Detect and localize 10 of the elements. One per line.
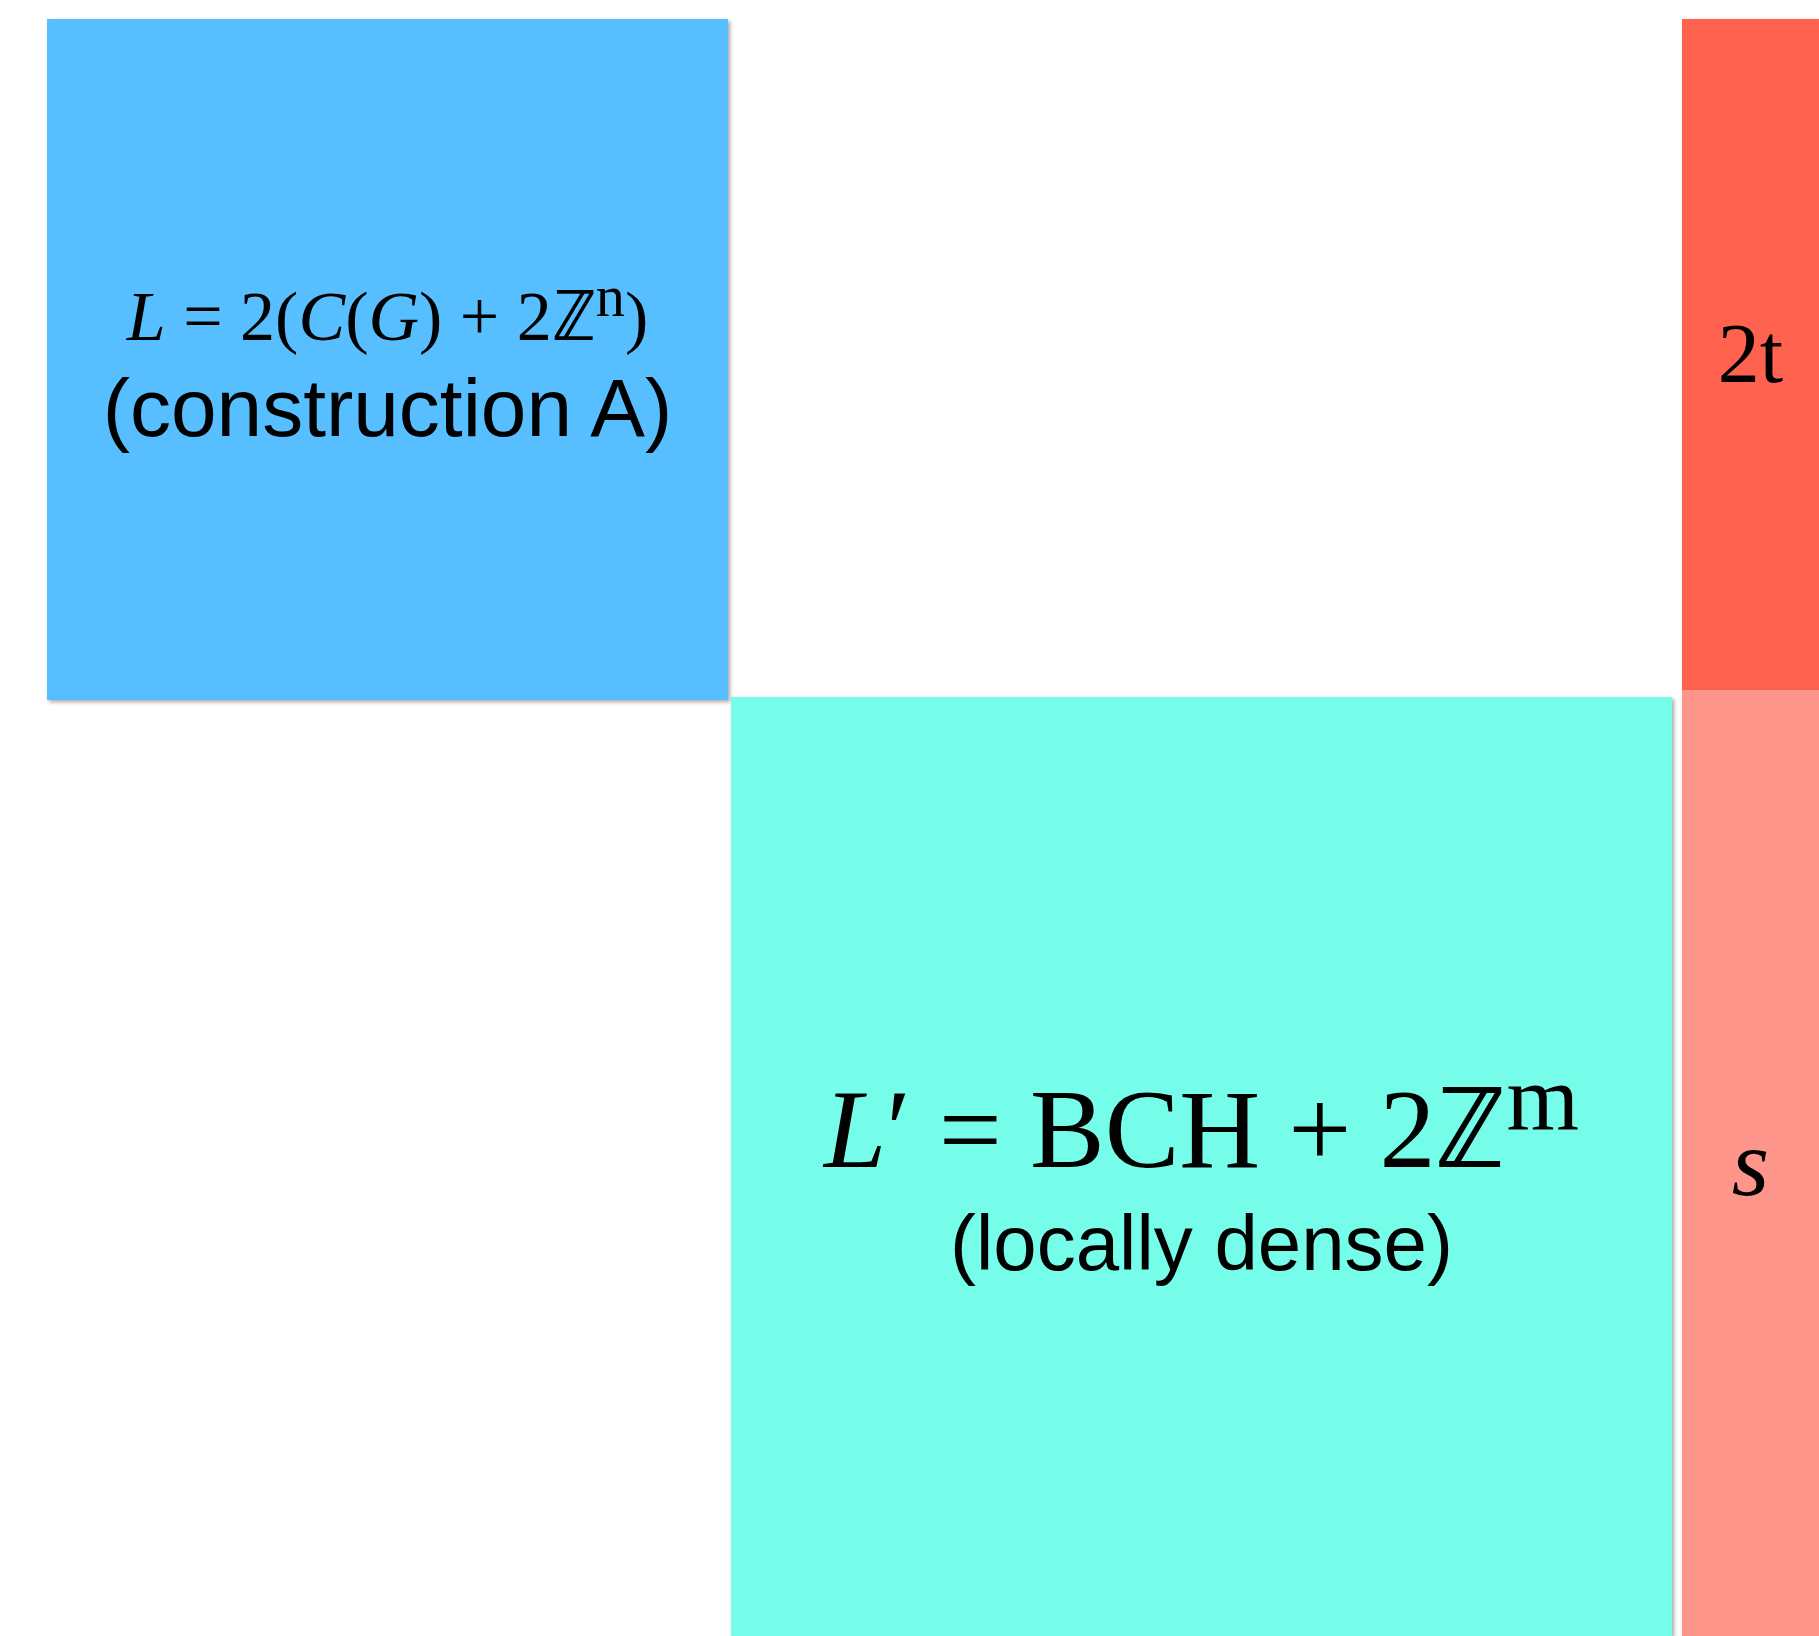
formula-text: s (1730, 1108, 1771, 1219)
description-text: (construction A) (101, 360, 674, 455)
matrix-block (1682, 19, 1819, 690)
formula-text: 2t (1716, 306, 1785, 403)
matrix-block (731, 697, 1672, 1636)
description-text: (locally dense) (949, 1198, 1454, 1290)
matrix-block (47, 19, 728, 700)
matrix-block (1682, 690, 1819, 1636)
formula-text: L = 2(C(G) + 2ℤ$^{n}$) (125, 262, 650, 357)
formula-text: L′ = BCH + 2ℤ$^{m}$ (821, 1045, 1580, 1194)
